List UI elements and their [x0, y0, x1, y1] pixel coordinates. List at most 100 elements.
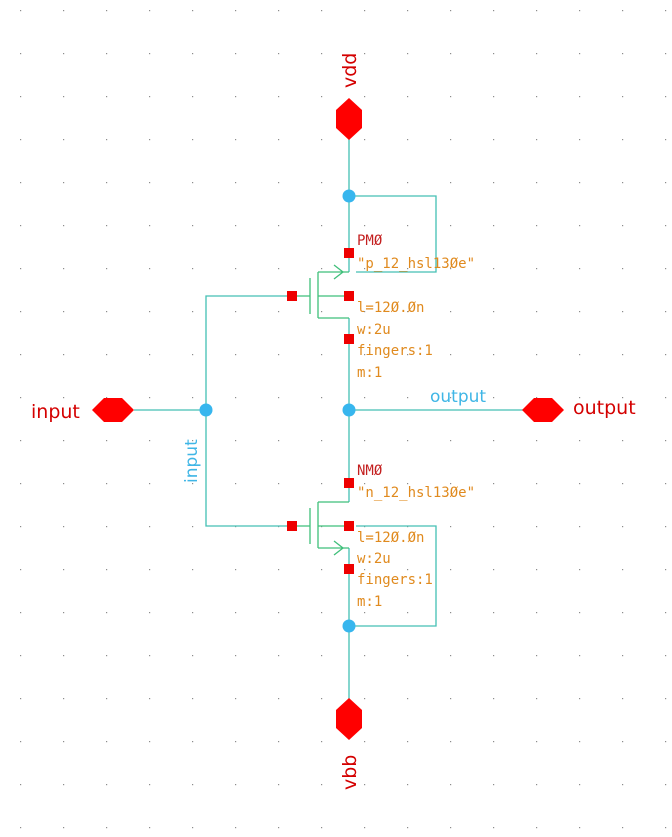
- grid-dot: [20, 612, 22, 614]
- grid-dot: [622, 139, 624, 141]
- grid-dot: [493, 225, 495, 227]
- grid-dot: [579, 53, 581, 55]
- pmos-fingers: fingers:1: [357, 343, 433, 359]
- pmos-source-terminal[interactable]: [344, 248, 354, 258]
- nmos-source-terminal[interactable]: [344, 564, 354, 574]
- nmos-multiplier: m:1: [357, 594, 382, 610]
- grid-dot: [192, 96, 194, 98]
- grid-dot: [450, 827, 452, 829]
- grid-dot: [407, 268, 409, 270]
- grid-dot: [407, 311, 409, 313]
- grid-dot: [493, 96, 495, 98]
- grid-dot: [536, 612, 538, 614]
- grid-dot: [278, 96, 280, 98]
- pmos-bulk-terminal[interactable]: [344, 291, 354, 301]
- grid-dot: [106, 96, 108, 98]
- grid-dot: [665, 698, 667, 700]
- grid-dot: [235, 354, 237, 356]
- grid-dot: [407, 354, 409, 356]
- grid-dot: [63, 483, 65, 485]
- grid-dot: [579, 397, 581, 399]
- grid-dot: [321, 53, 323, 55]
- grid-dot: [579, 225, 581, 227]
- grid-dot: [278, 827, 280, 829]
- grid-dot: [192, 612, 194, 614]
- grid-dot: [579, 440, 581, 442]
- grid-dot: [192, 268, 194, 270]
- pmos-symbol[interactable]: [292, 264, 349, 319]
- grid-dot: [665, 741, 667, 743]
- nmos-instance-name: NMØ: [357, 463, 383, 479]
- grid-dot: [149, 354, 151, 356]
- grid-dot: [106, 354, 108, 356]
- grid-dot: [450, 139, 452, 141]
- grid-dot: [20, 311, 22, 313]
- grid-dot: [450, 569, 452, 571]
- grid-dot: [364, 311, 366, 313]
- grid-dot: [364, 440, 366, 442]
- nmos-drain-terminal[interactable]: [344, 478, 354, 488]
- nmos-bulk-terminal[interactable]: [344, 521, 354, 531]
- junction-vbb: [342, 619, 356, 633]
- grid-dot: [149, 139, 151, 141]
- grid-dot: [149, 225, 151, 227]
- nmos-gate-terminal[interactable]: [287, 521, 297, 531]
- junction-output: [342, 403, 356, 417]
- grid-dot: [579, 182, 581, 184]
- grid-dot: [579, 612, 581, 614]
- grid-dot: [321, 827, 323, 829]
- grid-dot: [579, 483, 581, 485]
- vdd-pin[interactable]: [336, 98, 362, 140]
- grid-dot: [63, 53, 65, 55]
- grid-dot: [20, 96, 22, 98]
- grid-dot: [407, 225, 409, 227]
- pmos-gate-terminal[interactable]: [287, 291, 297, 301]
- grid-dot: [579, 354, 581, 356]
- grid-dot: [665, 827, 667, 829]
- output-pin[interactable]: [522, 398, 564, 422]
- grid-dot: [235, 698, 237, 700]
- grid-dot: [622, 784, 624, 786]
- grid-dot: [665, 225, 667, 227]
- grid-dot: [536, 397, 538, 399]
- grid-dot: [579, 698, 581, 700]
- grid-dot: [321, 612, 323, 614]
- pmos-drain-terminal[interactable]: [344, 334, 354, 344]
- grid-dot: [665, 311, 667, 313]
- input-pin[interactable]: [92, 398, 134, 422]
- grid-dot: [321, 397, 323, 399]
- grid-dot: [364, 354, 366, 356]
- grid-dot: [622, 526, 624, 528]
- grid-dot: [106, 397, 108, 399]
- grid-dot: [192, 569, 194, 571]
- grid-dot: [579, 741, 581, 743]
- grid-dot: [622, 698, 624, 700]
- grid-dot: [192, 440, 194, 442]
- grid-dot: [536, 225, 538, 227]
- grid-dot: [63, 569, 65, 571]
- grid-dot: [321, 569, 323, 571]
- grid-dot: [493, 440, 495, 442]
- grid-dot: [149, 440, 151, 442]
- nmos-length: l=12Ø.Øn: [357, 530, 424, 546]
- grid-dot: [149, 10, 151, 12]
- grid-dot: [364, 182, 366, 184]
- grid-dot: [63, 10, 65, 12]
- wire-nmos-bulk-loop[interactable]: [349, 525, 437, 627]
- grid-dot: [450, 655, 452, 657]
- grid-dot: [364, 741, 366, 743]
- grid-dot: [622, 741, 624, 743]
- grid-dot: [321, 10, 323, 12]
- nmos-symbol[interactable]: [292, 501, 349, 556]
- grid-dot: [106, 53, 108, 55]
- wire-input-to-pmos-gate[interactable]: [205, 295, 292, 410]
- vbb-pin[interactable]: [336, 698, 362, 740]
- wire-input-to-nmos-gate[interactable]: [205, 410, 292, 527]
- wire-pmos-bulk-loop[interactable]: [349, 195, 437, 273]
- grid-dot: [20, 827, 22, 829]
- grid-dot: [20, 483, 22, 485]
- grid-dot: [622, 397, 624, 399]
- grid-dot: [149, 827, 151, 829]
- grid-dot: [63, 655, 65, 657]
- grid-dot: [106, 526, 108, 528]
